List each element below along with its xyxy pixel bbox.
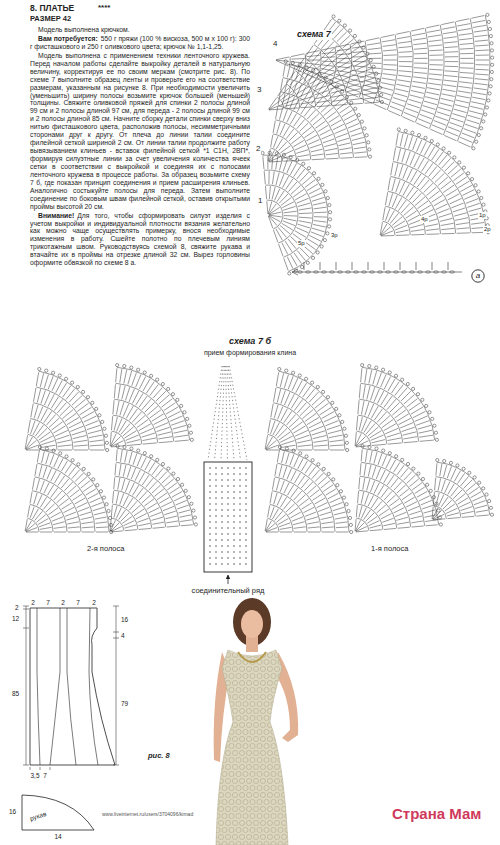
row-number: 2 [255,145,261,154]
body-text: Модель выполнена с применением техники л… [30,52,250,210]
dimension: 14 [54,833,61,840]
gusset-net [204,366,252,572]
row-number: 1р [478,212,487,219]
dimension: 4 [121,632,125,639]
page-title: 8. ПЛАТЬЕ [30,4,74,13]
dimension: 2 [15,604,19,611]
model-photo [211,598,298,845]
crochet-fan [25,446,113,534]
body-text: Модель выполнена крючком. Вам потребуется… [30,26,250,268]
leader-arrow [228,575,229,584]
body-text: Модель выполнена крючком. [38,26,130,33]
strip-label: 1-я полоса [370,545,409,553]
crochet-fan [110,445,197,532]
row-number: 3 [256,86,262,95]
bold-lead: Вам потребуется: [38,35,98,42]
crochet-fan [110,364,193,447]
text-paragraph: Модель выполнена с применением техники л… [30,52,250,211]
scheme-letter: а [471,272,485,280]
sleeve-figure [22,795,94,830]
text-paragraph: Модель выполнена крючком. [30,26,250,34]
watermark: Страна Мам [392,806,481,823]
size-heading: РАЗМЕР 42 [30,15,71,23]
crochet-fan [432,458,493,519]
figure-label: рис. 8 [148,752,170,760]
dimension: 7 [76,599,80,606]
scheme-7 [261,13,494,275]
crochet-fan [265,446,353,534]
strip-label: 2-я полоса [86,545,125,553]
row-number: 5р [297,240,306,247]
dimension: 12 [12,615,19,622]
dimension: 16 [121,616,128,623]
dimension: 2 [92,599,96,606]
row-number: 3р [330,232,339,239]
row-number: 4 [272,40,278,49]
dimension: 7 [46,599,50,606]
difficulty-stars: **** [98,4,110,13]
crochet-fan [268,60,371,162]
text-paragraph: Вам потребуется:550 г пряжи (100 % виско… [30,35,250,51]
watermark-url: www.liveinternet.ru/users/3704096/kimad [102,812,193,818]
bold-lead: Внимание! [38,212,74,219]
dimension: 16 [9,808,16,815]
crochet-fan [265,367,349,451]
dimension: 79 [121,700,128,707]
row-number: 1 [257,197,263,206]
pattern-figure [23,606,119,770]
row-number: 2р [483,226,492,233]
scheme-subtitle: прием формирования клина [203,349,297,357]
scheme-title: схема 7 [296,30,332,40]
crochet-fan [261,151,332,275]
edging-circle: а [471,269,485,283]
dimension: 85 [12,690,19,697]
row-number: 4р [420,216,429,223]
dimension: 3,5 [30,772,39,779]
scheme-title: схема 7 б [228,337,272,347]
scheme-7b [25,364,493,584]
crochet-fan [276,13,494,150]
crochet-fan [355,364,438,447]
dimension: 7 [43,772,47,779]
body-text: Для того, чтобы сформировать силуэт изде… [30,212,250,267]
dimension: 2 [61,599,65,606]
part-name: рукав [29,810,47,822]
dimension: 2 [31,599,35,606]
joining-row-label: соединительный ряд [191,587,266,595]
crochet-fan [355,445,442,532]
edging-row [292,262,462,275]
text-paragraph: Внимание!Для того, чтобы сформировать си… [30,212,250,268]
crochet-fan [25,367,109,451]
crochet-fan [380,128,490,236]
